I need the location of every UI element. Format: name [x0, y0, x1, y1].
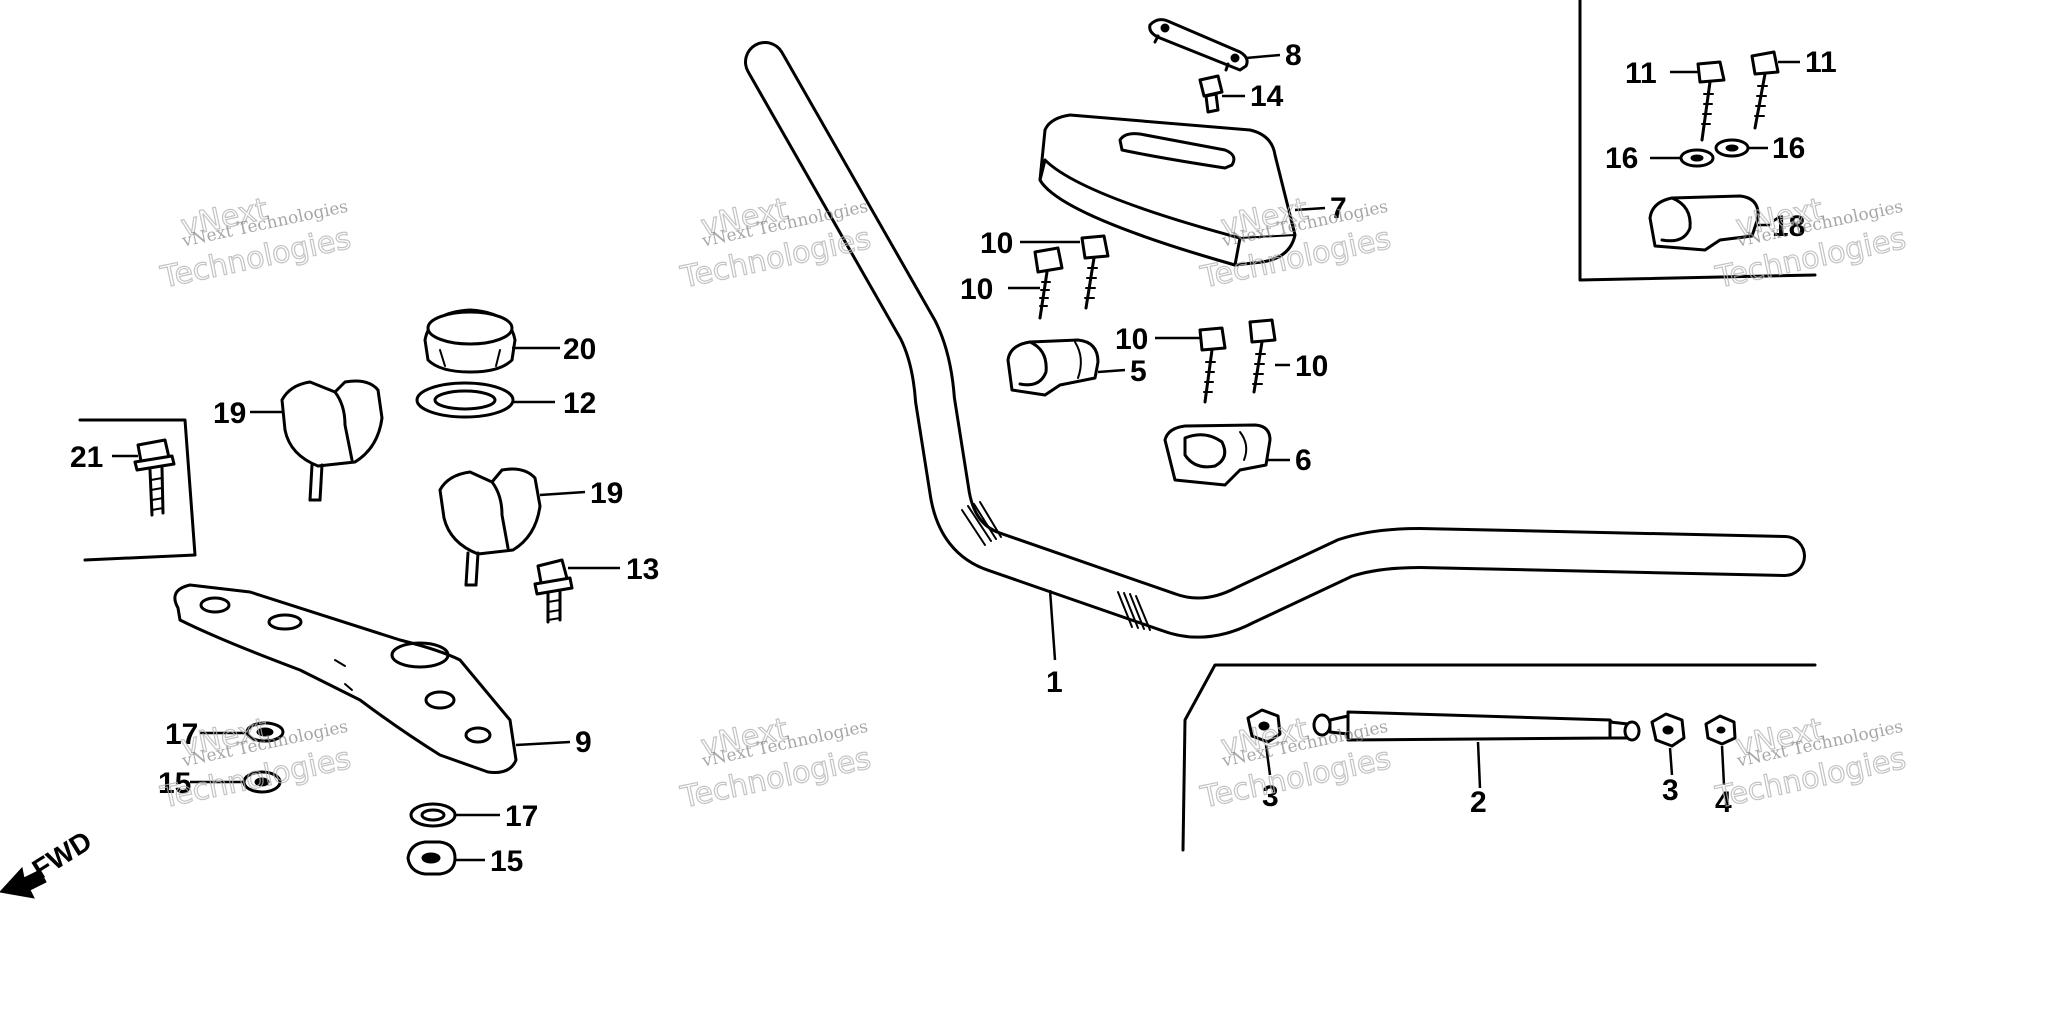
callout-19b: 19 [590, 477, 623, 510]
watermark-7: vNext vNext Technologies Technologies [1197, 711, 1395, 816]
frame-lines [78, 0, 1817, 852]
nut-washer-17a [245, 721, 285, 743]
inset-bolt-right [1750, 50, 1780, 130]
callout-3b: 3 [1662, 774, 1679, 807]
forward-direction-indicator: FWD [0, 825, 98, 899]
stay-bolt [1198, 74, 1224, 114]
knurl-band-left [961, 501, 1002, 546]
callout-12: 12 [563, 387, 596, 420]
lower-handle-holder-1 [280, 379, 384, 502]
weight-nut-3b [1650, 712, 1686, 748]
callout-10a: 10 [980, 227, 1013, 260]
callout-labels: 1 2 3 3 4 5 6 7 8 9 10 10 10 10 11 11 12… [70, 39, 1837, 878]
watermark-3: vNext vNext Technologies Technologies [1197, 191, 1395, 296]
weight-nut-3a [1246, 708, 1282, 744]
handlebar-pipe [744, 41, 1806, 639]
balancer-weight-rod [1312, 710, 1641, 742]
handlebar-stay [1148, 18, 1249, 72]
holder-washer [415, 381, 515, 419]
inset-washer-left [1679, 148, 1715, 168]
callout-10c: 10 [1115, 323, 1148, 356]
callout-14: 14 [1250, 80, 1284, 113]
callout-15a: 15 [158, 767, 191, 800]
callout-21: 21 [70, 441, 103, 474]
handlebar-bracket [173, 583, 518, 774]
weight-bolt-4 [1704, 714, 1737, 746]
callout-4: 4 [1715, 786, 1732, 819]
callout-18: 18 [1772, 210, 1805, 243]
holder-bolt-4 [1248, 318, 1277, 394]
callout-3a: 3 [1262, 780, 1279, 813]
handlebar-cover [1038, 113, 1297, 267]
watermark-1: vNext vNext Technologies Technologies [157, 191, 355, 296]
holder-bolt-13 [533, 558, 574, 624]
callout-15b: 15 [490, 845, 523, 878]
mounting-bolt [133, 438, 176, 517]
callout-2: 2 [1470, 786, 1487, 819]
callout-5: 5 [1130, 355, 1147, 388]
callout-10b: 10 [960, 273, 993, 306]
inset-bolt-left [1696, 60, 1726, 142]
nut-15a [242, 770, 282, 794]
watermark-5: vNext vNext Technologies Technologies [157, 711, 355, 816]
knurl-band-right [1117, 591, 1151, 631]
lower-handle-holder-2 [438, 467, 542, 587]
callout-11b: 11 [1805, 46, 1837, 79]
upper-holder [1006, 338, 1100, 397]
callout-19a: 19 [213, 397, 246, 430]
holder-bolt-3 [1198, 326, 1227, 404]
watermark-6: vNext vNext Technologies Technologies [677, 711, 875, 816]
callout-17b: 17 [505, 800, 538, 833]
callout-8: 8 [1285, 39, 1302, 72]
leader-lines [112, 53, 1800, 862]
callout-7: 7 [1330, 192, 1347, 225]
inset-washer-right [1714, 138, 1750, 158]
holder-cap [423, 308, 517, 374]
callout-13: 13 [626, 553, 659, 586]
callout-16a: 16 [1605, 142, 1638, 175]
nut-15b [406, 840, 457, 876]
lower-holder [1163, 423, 1272, 487]
callout-1: 1 [1046, 666, 1063, 699]
nut-washer-17b [409, 802, 457, 828]
watermark-8: vNext vNext Technologies Technologies [1712, 711, 1910, 816]
forward-arrow-icon [0, 866, 47, 899]
callout-11a: 11 [1625, 57, 1657, 90]
fwd-label: FWD [27, 825, 98, 885]
callout-17a: 17 [165, 718, 198, 751]
callout-16b: 16 [1772, 132, 1805, 165]
callout-10d: 10 [1295, 350, 1328, 383]
inset-holder [1648, 194, 1760, 252]
callout-6: 6 [1295, 444, 1312, 477]
callout-20: 20 [563, 333, 596, 366]
holder-bolt-1 [1033, 246, 1064, 320]
holder-bolt-2 [1080, 234, 1110, 310]
callout-9: 9 [575, 726, 592, 759]
